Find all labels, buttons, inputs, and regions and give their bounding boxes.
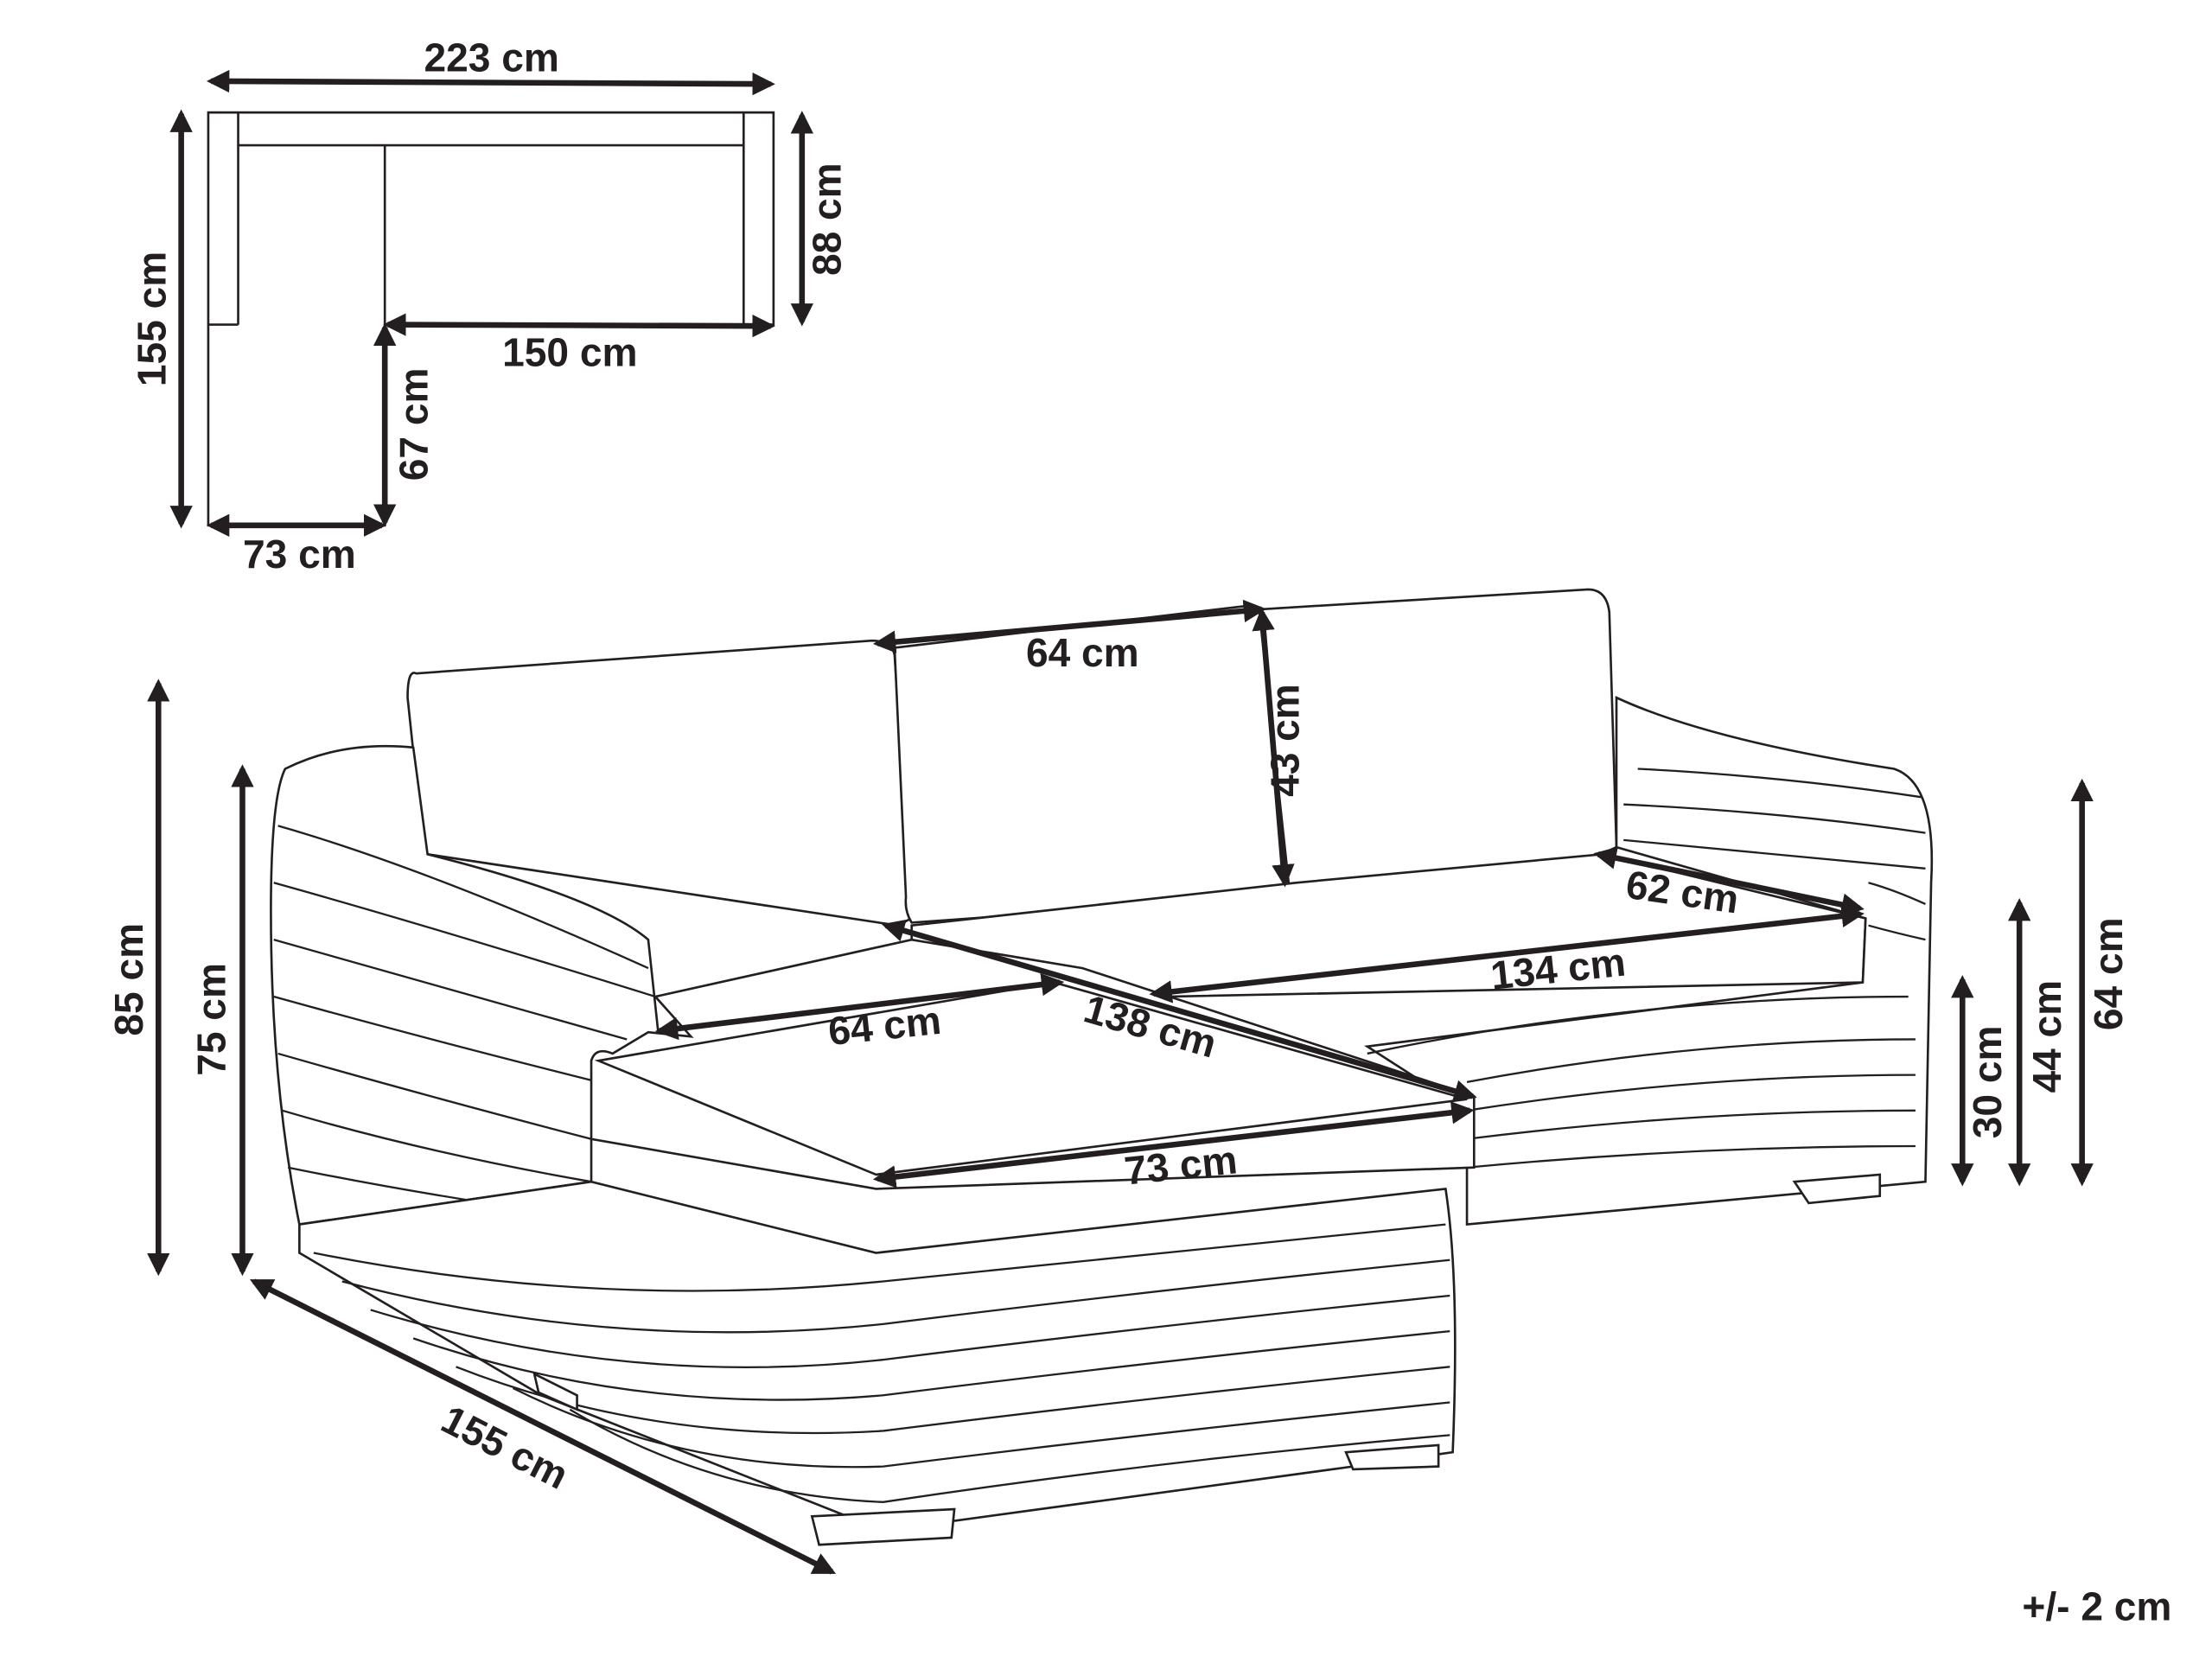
foot-front	[810, 1507, 956, 1546]
dim-arrow-side-depth	[249, 1278, 837, 1575]
back-cushion-right	[1258, 588, 1618, 887]
label-chaise-width: 73 cm	[243, 532, 356, 577]
dim-arrow-chaise-length	[881, 919, 1477, 1103]
label-seat-height: 44 cm	[2024, 980, 2069, 1093]
plan-view: 223 cm 155 cm 88 cm 150 cm 67 cm 73 cm	[130, 35, 850, 577]
label-total-height: 85 cm	[106, 923, 151, 1036]
foot-back-right	[1792, 1173, 1882, 1205]
label-base-height: 30 cm	[1965, 1026, 2010, 1139]
label-overall-depth: 155 cm	[130, 252, 175, 386]
label-side-depth: 155 cm	[435, 1396, 576, 1497]
label-main-width: 150 cm	[502, 329, 637, 374]
dim-arrow-150	[383, 313, 775, 338]
plan-outline	[207, 111, 775, 527]
tolerance-note: +/- 2 cm	[2022, 1584, 2171, 1629]
label-back-cushion-width: 64 cm	[1026, 630, 1139, 675]
label-chaise-extension: 67 cm	[392, 367, 437, 481]
dim-arrow-223	[206, 69, 775, 96]
dim-arrow-chaise-front-width	[872, 1101, 1475, 1188]
label-main-depth: 88 cm	[804, 162, 849, 276]
label-back-cushion-height: 43 cm	[1263, 684, 1308, 797]
label-armrest-height: 64 cm	[2086, 917, 2131, 1030]
perspective-view: 64 cm 43 cm 62 cm 134 cm 64 cm 138 cm 73…	[106, 588, 2131, 1575]
label-arm-height: 75 cm	[189, 963, 234, 1076]
foot-right	[1344, 1443, 1440, 1471]
label-overall-width: 223 cm	[424, 35, 559, 80]
dim-arrow-right-seat-depth	[1593, 846, 1865, 916]
right-armrest	[1364, 696, 1934, 1227]
dim-arrow-back-cushion-width	[872, 599, 1267, 653]
dim-arrow-back-cushion-height	[1252, 608, 1295, 888]
